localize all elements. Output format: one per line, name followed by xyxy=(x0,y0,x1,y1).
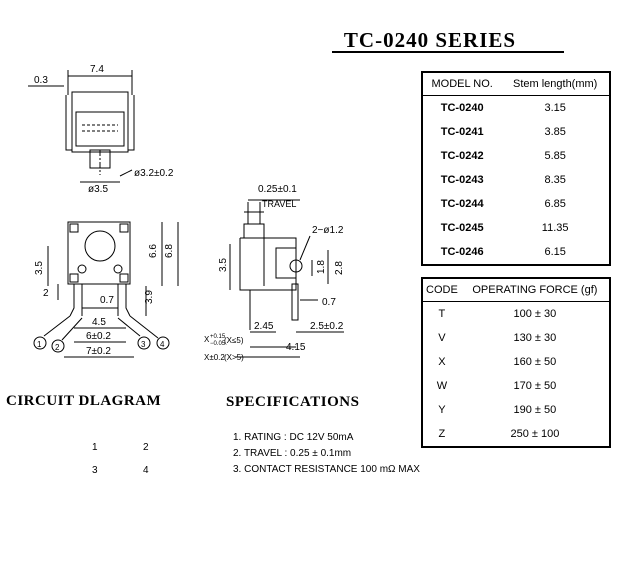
side-view xyxy=(229,199,344,358)
table-row: Y 190 ± 50 xyxy=(422,398,610,422)
force-header: OPERATING FORCE (gf) xyxy=(460,278,610,302)
dim-2: 2 xyxy=(43,288,49,299)
dim-side-2.8: 2.8 xyxy=(334,261,345,275)
table-row: TC-0246 6.15 xyxy=(422,240,610,265)
stem-cell: 3.85 xyxy=(544,126,566,138)
x-tolerance-b-condition: (X>5) xyxy=(224,353,244,362)
table-row: T 100 ± 30 xyxy=(422,302,610,327)
table-row: TC-0240 3.15 xyxy=(422,96,610,121)
pin-number-2: 2 xyxy=(55,343,60,352)
pin-number-4: 4 xyxy=(160,340,165,349)
stem-cell: 6.15 xyxy=(544,246,566,258)
circuit-labels: 1 2 3 4 xyxy=(92,442,149,476)
dim-7: 7±0.2 xyxy=(86,346,111,357)
x-tolerance-a-sub: −0.05 xyxy=(210,341,226,347)
table-row: V 130 ± 30 xyxy=(422,326,610,350)
table-row: TC-0244 6.85 xyxy=(422,192,610,216)
table-row: X 160 ± 50 xyxy=(422,350,610,374)
dim-stem-dia: ø3.5 xyxy=(88,184,108,195)
circuit-diagram-heading: CIRCUIT DLAGRAM xyxy=(6,393,162,409)
dim-travel-label: TRAVEL xyxy=(262,199,296,209)
model-cell: TC-0244 xyxy=(440,198,484,210)
code-header: CODE xyxy=(422,278,461,302)
dim-6.8: 6.8 xyxy=(164,244,175,258)
code-cell: T xyxy=(438,308,446,320)
stem-cell: 3.15 xyxy=(544,102,566,114)
dim-side-1.8: 1.8 xyxy=(316,260,327,274)
x-tolerance-a-sup: +0.15 xyxy=(210,334,226,340)
pin-number-3: 3 xyxy=(141,340,146,349)
top-view xyxy=(28,70,135,183)
dim-side-0.7: 0.7 xyxy=(322,297,336,308)
front-view xyxy=(33,221,179,358)
dim-3.9: 3.9 xyxy=(144,290,155,304)
table-row: TC-0245 11.35 xyxy=(422,216,610,240)
model-table-header: MODEL NO. Stem length(mm) xyxy=(422,72,610,96)
stem-header: Stem length(mm) xyxy=(501,72,610,96)
dim-side-4.15: 4.15 xyxy=(286,342,306,353)
dim-3.5: 3.5 xyxy=(34,261,45,275)
force-cell: 100 ± 30 xyxy=(513,308,557,320)
code-cell: X xyxy=(438,356,446,368)
force-cell: 160 ± 50 xyxy=(513,356,557,368)
model-table: MODEL NO. Stem length(mm) TC-0240 3.15 TC… xyxy=(421,71,611,266)
spec-line-resistance: 3. CONTACT RESISTANCE 100 mΩ MAX xyxy=(233,464,420,475)
force-cell: 190 ± 50 xyxy=(513,404,557,416)
stem-cell: 5.85 xyxy=(544,150,566,162)
spec-line-rating: 1. RATING : DC 12V 50mA xyxy=(233,432,354,443)
technical-drawing: 0.3 7.4 ø3.5 ø3.2±0.2 3.5 6.6 6.8 2 0.7 … xyxy=(28,64,345,362)
title-underline xyxy=(332,51,564,53)
model-cell: TC-0240 xyxy=(440,102,484,114)
x-tolerance-a: X xyxy=(204,335,210,344)
table-row: W 170 ± 50 xyxy=(422,374,610,398)
model-cell: TC-0242 xyxy=(440,150,484,162)
dim-travel-value: 0.25±0.1 xyxy=(258,184,297,195)
dim-4.5: 4.5 xyxy=(92,317,106,328)
dim-side-2.5: 2.5±0.2 xyxy=(310,321,344,332)
dim-6.6: 6.6 xyxy=(148,244,159,258)
table-row: TC-0243 8.35 xyxy=(422,168,610,192)
dim-7.4: 7.4 xyxy=(90,64,104,75)
code-cell: Y xyxy=(438,404,446,416)
model-cell: TC-0245 xyxy=(440,222,484,234)
dim-hole: 2−ø1.2 xyxy=(312,225,344,236)
dim-side-2.45: 2.45 xyxy=(254,321,274,332)
table-row: TC-0242 5.85 xyxy=(422,144,610,168)
dim-0.3: 0.3 xyxy=(34,75,48,86)
force-cell: 130 ± 30 xyxy=(513,332,557,344)
model-cell: TC-0241 xyxy=(440,126,484,138)
force-table: CODE OPERATING FORCE (gf) T 100 ± 30 V 130… xyxy=(421,277,611,448)
force-cell: 170 ± 50 xyxy=(513,380,557,392)
table-row: TC-0241 3.85 xyxy=(422,120,610,144)
model-cell: TC-0246 xyxy=(440,246,484,258)
circuit-pin-2: 2 xyxy=(143,442,149,453)
code-cell: V xyxy=(438,332,446,344)
specifications-heading: SPECIFICATIONS xyxy=(226,394,360,410)
circuit-pin-3: 3 xyxy=(92,465,98,476)
table-row: Z 250 ± 100 xyxy=(422,422,610,447)
circuit-pin-1: 1 xyxy=(92,442,98,453)
stem-cell: 6.85 xyxy=(544,198,566,210)
stem-cell: 11.35 xyxy=(541,222,569,234)
pin-number-1: 1 xyxy=(37,340,42,349)
spec-line-travel: 2. TRAVEL : 0.25 ± 0.1mm xyxy=(233,448,352,459)
x-tolerance-a-condition: (X≤5) xyxy=(224,336,244,345)
circuit-pin-4: 4 xyxy=(143,465,149,476)
dim-side-3.5: 3.5 xyxy=(218,258,229,272)
dim-0.7: 0.7 xyxy=(100,295,114,306)
model-header: MODEL NO. xyxy=(422,72,502,96)
x-tolerance-b: X±0.2 xyxy=(204,353,225,362)
code-cell: Z xyxy=(438,428,446,440)
force-table-header: CODE OPERATING FORCE (gf) xyxy=(422,278,610,302)
page-title: TC-0240 SERIES xyxy=(343,28,517,52)
model-cell: TC-0243 xyxy=(440,174,484,186)
force-cell: 250 ± 100 xyxy=(510,428,560,440)
stem-cell: 8.35 xyxy=(544,174,566,186)
dim-stem-dia-tol: ø3.2±0.2 xyxy=(134,168,174,179)
dim-6: 6±0.2 xyxy=(86,331,111,342)
code-cell: W xyxy=(436,380,448,392)
